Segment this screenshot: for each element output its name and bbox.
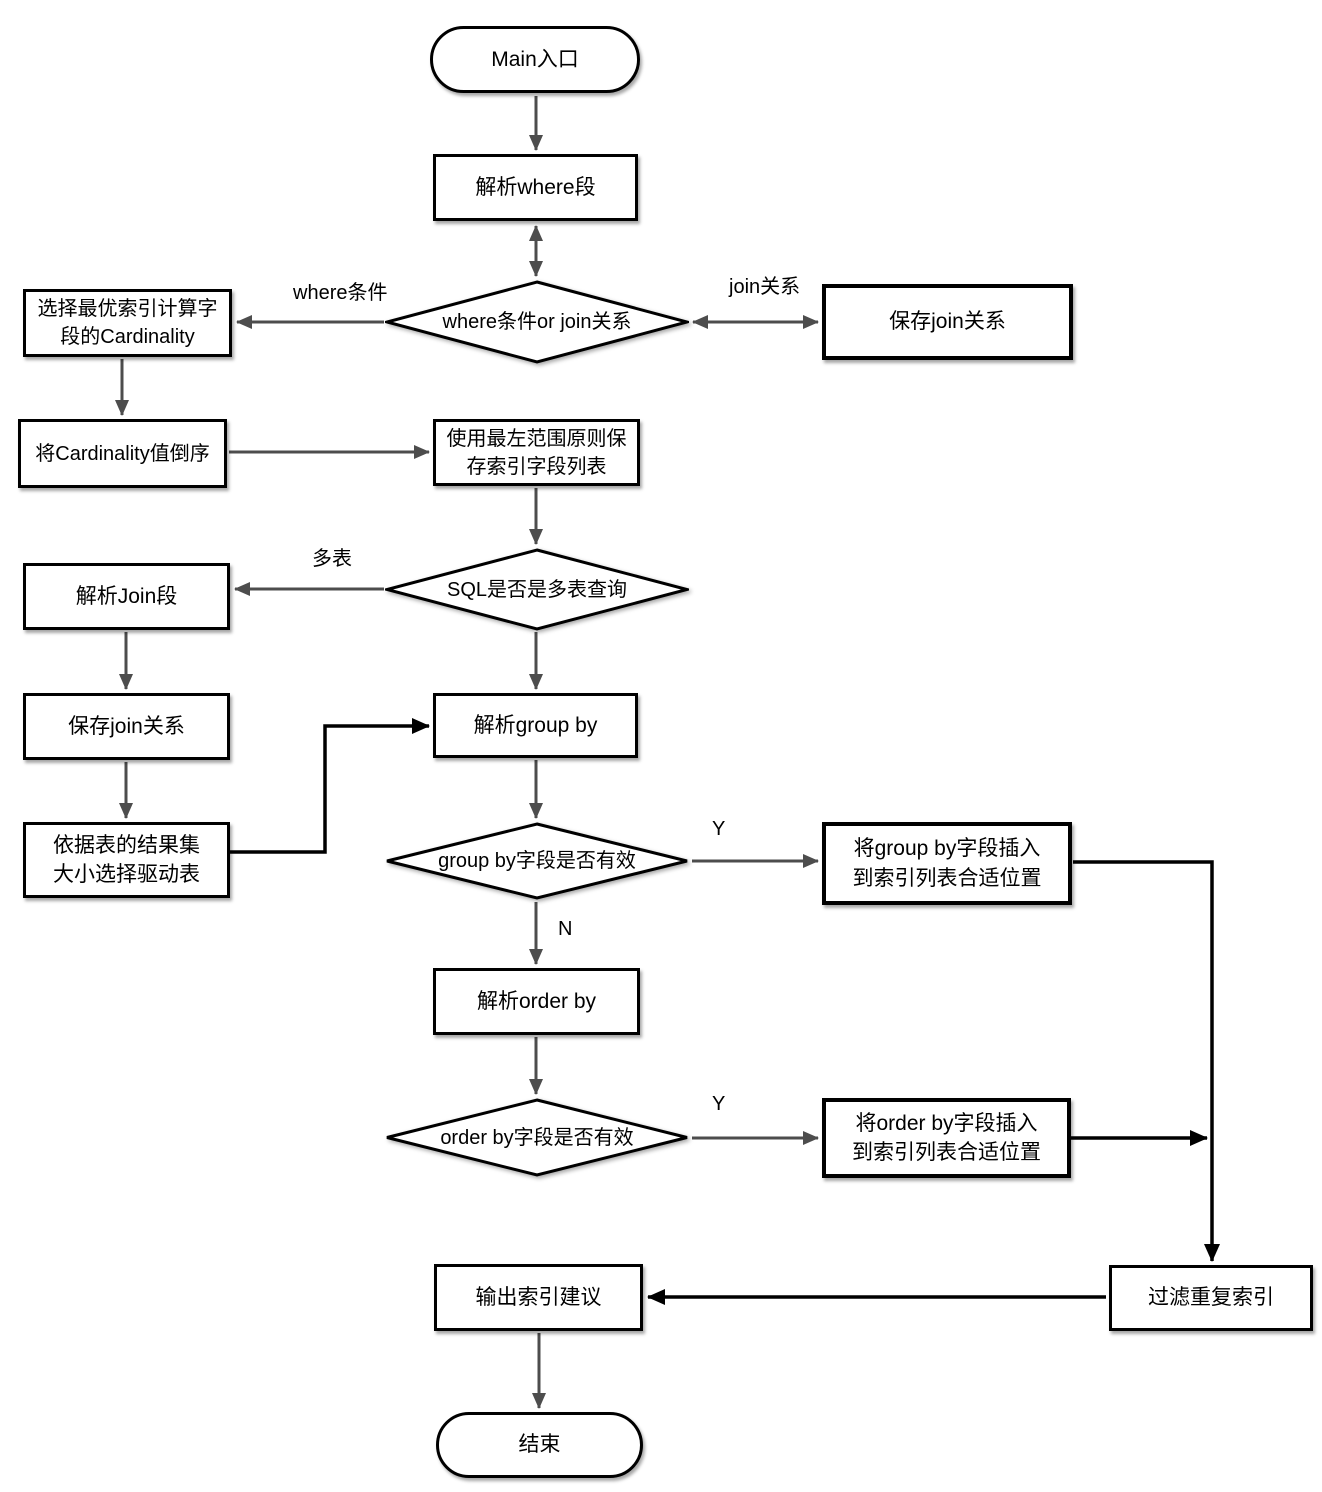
node-choose-driving-table-label: 依据表的结果集 大小选择驱动表 xyxy=(53,833,200,886)
node-choose-index-cardinality-label: 选择最优索引计算字 段的Cardinality xyxy=(37,298,218,348)
node-filter-duplicate-index: 过滤重复索引 xyxy=(1109,1265,1313,1331)
node-output-index-suggestion: 输出索引建议 xyxy=(434,1264,643,1331)
node-decision-multi-table: SQL是否是多表查询 xyxy=(385,548,689,631)
node-save-join-relation-left: 保存join关系 xyxy=(23,693,230,760)
node-leftmost-prefix-save: 使用最左范围原则保 存索引字段列表 xyxy=(433,419,640,486)
node-parse-order-by: 解析order by xyxy=(433,968,640,1035)
diamond-shape xyxy=(385,280,689,364)
node-end-terminator: 结束 xyxy=(436,1412,643,1478)
node-decision-order-by-valid: order by字段是否有效 xyxy=(385,1098,689,1177)
node-end-label: 结束 xyxy=(518,1433,561,1457)
node-start-label: Main入口 xyxy=(491,47,579,71)
edge-label-join-relation: join关系 xyxy=(729,276,801,298)
node-choose-driving-table: 依据表的结果集 大小选择驱动表 xyxy=(23,822,230,898)
node-filter-duplicate-index-label: 过滤重复索引 xyxy=(1148,1286,1274,1310)
edge-label-group-by-yes: Y xyxy=(712,818,726,840)
node-decision-group-by-valid: group by字段是否有效 xyxy=(385,822,689,900)
diamond-shape xyxy=(386,822,688,900)
node-parse-where-label: 解析where段 xyxy=(475,175,596,199)
node-parse-join: 解析Join段 xyxy=(23,563,230,630)
node-cardinality-desc-sort-label: 将Cardinality值倒序 xyxy=(35,442,210,465)
node-parse-group-by-label: 解析group by xyxy=(473,713,598,737)
node-insert-order-by-fields: 将order by字段插入 到索引列表合适位置 xyxy=(822,1098,1071,1178)
diamond-shape xyxy=(385,548,689,631)
edge-label-order-by-yes: Y xyxy=(712,1093,726,1115)
node-decision-where-or-join: where条件or join关系 xyxy=(385,280,689,364)
node-decision-order-by-valid-label: order by字段是否有效 xyxy=(440,1126,634,1149)
node-insert-order-by-fields-label: 将order by字段插入 到索引列表合适位置 xyxy=(852,1111,1041,1164)
node-decision-where-or-join-label: where条件or join关系 xyxy=(442,311,632,333)
node-cardinality-desc-sort: 将Cardinality值倒序 xyxy=(18,419,227,488)
edge-label-group-by-no: N xyxy=(558,918,573,940)
node-insert-group-by-fields: 将group by字段插入 到索引列表合适位置 xyxy=(822,822,1072,905)
node-decision-multi-table-label: SQL是否是多表查询 xyxy=(446,578,628,601)
node-insert-group-by-fields-label: 将group by字段插入 到索引列表合适位置 xyxy=(852,837,1042,890)
node-leftmost-prefix-save-label: 使用最左范围原则保 存索引字段列表 xyxy=(446,427,627,478)
node-save-join-relation-right-label: 保存join关系 xyxy=(889,310,1006,334)
node-start-terminator: Main入口 xyxy=(430,26,640,93)
node-parse-order-by-label: 解析order by xyxy=(476,989,597,1013)
node-save-join-relation-right: 保存join关系 xyxy=(822,284,1073,360)
elbow-insertgroupby-to-filter xyxy=(1073,860,1220,1262)
diamond-shape xyxy=(386,1098,688,1177)
node-parse-where: 解析where段 xyxy=(433,154,638,221)
node-parse-group-by: 解析group by xyxy=(433,693,638,758)
edge-label-multi-table: 多表 xyxy=(312,548,352,570)
node-output-index-suggestion-label: 输出索引建议 xyxy=(475,1285,602,1309)
node-save-join-relation-left-label: 保存join关系 xyxy=(68,714,185,738)
node-parse-join-label: 解析Join段 xyxy=(75,584,178,608)
edge-label-where-condition: where条件 xyxy=(293,282,388,304)
elbow-drivingtable-to-parsegroupby xyxy=(230,718,430,854)
node-decision-group-by-valid-label: group by字段是否有效 xyxy=(438,850,636,872)
node-choose-index-cardinality: 选择最优索引计算字 段的Cardinality xyxy=(23,289,232,357)
